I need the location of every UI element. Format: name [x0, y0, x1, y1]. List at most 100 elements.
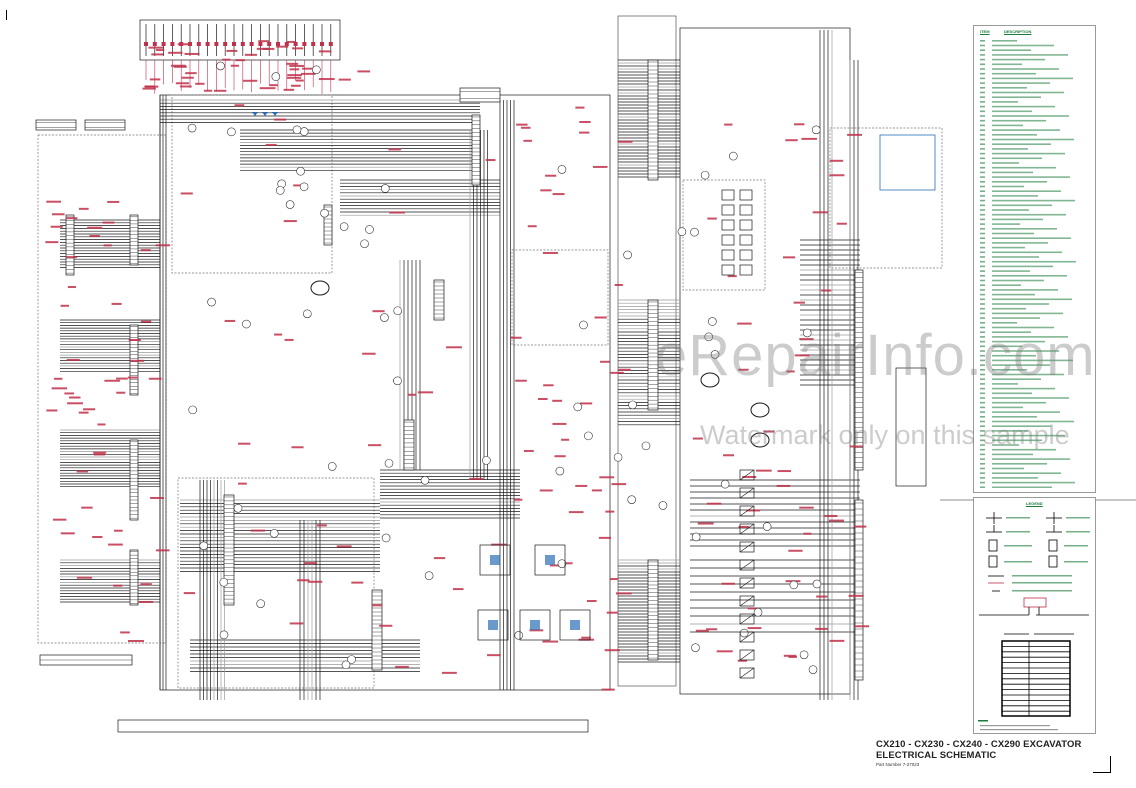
item-description	[992, 322, 1017, 324]
wire-number-label	[824, 514, 838, 517]
wire-number-label	[185, 72, 197, 75]
wire-number-label	[604, 649, 621, 652]
wire-number-label	[155, 49, 165, 52]
wire-number-label	[224, 319, 236, 322]
relay-switch	[739, 667, 755, 679]
wire-number-label	[78, 411, 89, 414]
wire-number-label	[150, 496, 164, 499]
item-code	[980, 260, 985, 263]
item-description	[992, 425, 1051, 427]
component-callout	[285, 200, 295, 209]
component-callout	[799, 650, 809, 660]
item-description	[992, 242, 1048, 244]
wire-number-label	[829, 519, 844, 522]
wire-number-label	[351, 581, 364, 584]
wire-number-label	[286, 76, 302, 79]
item-description	[992, 101, 1018, 103]
wire-number-label	[821, 289, 832, 292]
wire-number-label	[234, 104, 245, 107]
wire-number-label	[140, 583, 152, 586]
wire-number-label	[836, 222, 847, 225]
wire-number-label	[238, 482, 247, 485]
item-code	[980, 44, 985, 47]
wire-number-label	[854, 625, 870, 628]
wire-number-label	[336, 545, 352, 548]
item-code	[980, 265, 985, 268]
wire-number-label	[737, 322, 752, 325]
wire-number-label	[175, 82, 190, 85]
legend-text	[1066, 531, 1090, 533]
item-description	[992, 275, 1067, 277]
fuse-label	[276, 42, 280, 46]
wire-number-label	[545, 174, 557, 177]
item-code	[980, 481, 985, 484]
connector	[129, 214, 139, 266]
item-code	[980, 467, 985, 470]
wire-number-label	[50, 225, 63, 228]
item-code	[980, 176, 985, 178]
fuse-label	[284, 42, 289, 46]
wire-number-label	[552, 422, 567, 425]
item-code	[980, 162, 985, 164]
wire-number-label	[46, 200, 61, 203]
note-text	[980, 725, 1050, 727]
wire-number-label	[287, 74, 302, 77]
item-description	[992, 486, 1052, 489]
relay	[721, 264, 735, 276]
relay	[739, 559, 755, 571]
item-code	[980, 303, 985, 305]
item-description	[992, 204, 1052, 207]
fuse-label	[205, 42, 210, 46]
component-callout	[789, 580, 799, 590]
solenoid-core	[488, 620, 498, 630]
wire-number-label	[289, 622, 304, 625]
item-code	[980, 185, 985, 188]
component-callout	[299, 182, 309, 192]
fuse-label	[311, 42, 316, 46]
legend-text	[1012, 575, 1072, 577]
item-description	[992, 383, 1018, 385]
connector	[65, 214, 75, 276]
fuse-label	[302, 42, 307, 46]
component-callout	[360, 239, 369, 249]
wire-number-label	[250, 529, 265, 532]
wire-number-label	[289, 64, 305, 67]
item-description	[992, 77, 1073, 80]
connector	[323, 204, 333, 246]
relay-switch	[739, 559, 755, 571]
wire-number-label	[491, 543, 507, 546]
item-code	[980, 218, 985, 221]
wire-number-label	[452, 588, 464, 591]
wire-number-label	[516, 123, 528, 126]
item-description	[992, 345, 1022, 348]
item-code	[980, 392, 985, 395]
wire-number-label	[407, 393, 416, 396]
component-callout	[555, 466, 565, 476]
wire-number-label	[487, 654, 501, 657]
wire-number-label	[523, 449, 534, 452]
item-description	[992, 420, 1074, 423]
wire-number-label	[605, 510, 615, 513]
wire-number-label	[295, 79, 304, 82]
item-code	[980, 411, 985, 413]
legend-connector	[1048, 539, 1058, 552]
wire-number-label	[747, 627, 762, 630]
item-description	[992, 387, 1055, 390]
engine-harness-frame	[679, 27, 851, 695]
fuse-label	[240, 42, 245, 46]
relay	[739, 219, 753, 231]
item-code	[980, 54, 985, 56]
item-code	[980, 237, 985, 239]
item-description	[992, 190, 1061, 192]
fuse-label	[196, 42, 201, 46]
item-description	[992, 82, 1050, 84]
item-description	[992, 350, 1059, 352]
wire-number-label	[284, 338, 294, 341]
wire-number-label	[540, 189, 552, 192]
relay	[739, 204, 753, 216]
item-code	[980, 373, 985, 376]
item-description	[992, 293, 1035, 296]
item-code	[980, 336, 985, 338]
legend-text	[1064, 561, 1088, 563]
item-code	[980, 406, 985, 409]
